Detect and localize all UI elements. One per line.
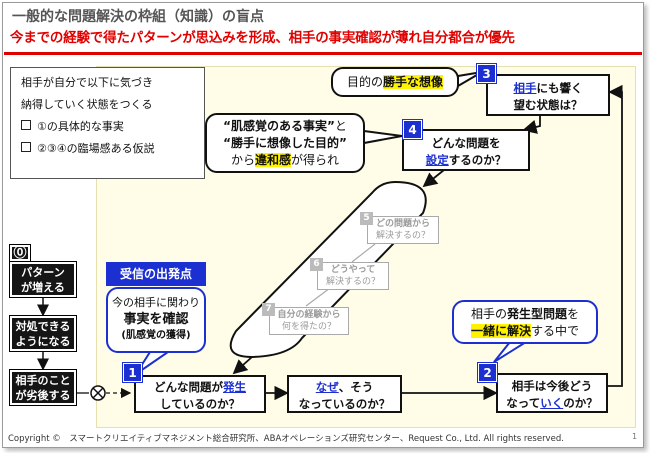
step7-line1: 自分の経験から bbox=[277, 310, 341, 320]
callout1-line3: (肌感覚の獲得) bbox=[121, 330, 191, 341]
step6-line2: 解決するの？ bbox=[325, 277, 380, 287]
step3-line2: 望む状態は？ bbox=[513, 98, 583, 112]
step7-number: 7 bbox=[262, 303, 275, 316]
step2-line2: なっていくのか？ bbox=[506, 396, 598, 410]
legend-line2: 納得していく状態をつくる bbox=[21, 98, 153, 111]
step1-box: どんな問題が発生 しているのか？ bbox=[134, 375, 266, 413]
step4-box: どんな問題を 設定するのか？ bbox=[402, 129, 530, 171]
why-box: なぜ、そう なっているのか？ bbox=[287, 375, 402, 413]
why-line2: なっているのか？ bbox=[298, 397, 391, 411]
step5-number: 5 bbox=[360, 212, 373, 225]
why-line1: なぜ、そう bbox=[315, 380, 374, 394]
checkbox-icon bbox=[21, 120, 31, 130]
step5-box: どの問題から 解決するの？ bbox=[367, 216, 439, 244]
step1-line1: どんな問題が発生 bbox=[154, 380, 246, 394]
callout-discomfort: “肌感覚のある事実”と “勝手に想像した目的” から違和感が得られ bbox=[205, 113, 365, 173]
step4-number: 4 bbox=[402, 119, 423, 140]
page-subtitle: 今までの経験で得たパターンが思込みを形成、相手の事実確認が薄れ自分都合が優先 bbox=[10, 30, 515, 46]
step3-number: 3 bbox=[476, 63, 497, 84]
callout-solve-together: 相手の発生型問題を 一緒に解決する中で bbox=[452, 300, 598, 344]
step3-box: 相手にも響く 望む状態は？ bbox=[486, 74, 610, 116]
gray-arrow-6-7 bbox=[305, 287, 331, 307]
arrow-step4-capsule bbox=[422, 169, 445, 188]
left-box-patterns: パターン が増える bbox=[9, 261, 77, 298]
callout4-line1: “肌感覚のある事実”と bbox=[223, 119, 347, 133]
left-box-handle: 対処できる ようになる bbox=[9, 315, 77, 352]
step2-line1: 相手は今後どう bbox=[511, 379, 593, 393]
pointer-callout2 bbox=[493, 341, 530, 363]
step3-line1: 相手にも響く bbox=[513, 81, 583, 95]
step1-line2: しているのか？ bbox=[159, 397, 241, 411]
checkbox-icon bbox=[21, 142, 31, 152]
callout4-line3: から違和感が得られ bbox=[230, 153, 340, 167]
page-number: 1 bbox=[632, 432, 638, 441]
step5-line1: どの問題から bbox=[375, 219, 430, 229]
step7-line2: 何を得たの？ bbox=[281, 322, 336, 332]
callout-receive-start: 今の相手に関わり 事実を確認 (肌感覚の獲得) bbox=[106, 287, 206, 353]
step2-number: 2 bbox=[477, 362, 498, 383]
callout1-line1: 今の相手に関わり bbox=[112, 296, 200, 309]
left-box-neglect: 相手のこと が劣後する bbox=[9, 369, 77, 406]
page-title: 一般的な問題解決の枠組（知識）の盲点 bbox=[12, 9, 264, 25]
callout1-title: 受信の出発点 bbox=[106, 262, 206, 286]
legend-box: 相手が自分で以下に気づき 納得していく状態をつくる ①の具体的な事実 ②③④の臨… bbox=[10, 67, 205, 179]
arrow-step2-step3 bbox=[608, 84, 623, 387]
callout4-line2: “勝手に想像した目的” bbox=[223, 136, 347, 150]
legend-line1: 相手が自分で以下に気づき bbox=[21, 76, 153, 89]
legend-item1: ①の具体的な事実 bbox=[21, 116, 194, 138]
step2-box: 相手は今後どう なっていくのか？ bbox=[496, 373, 608, 413]
step6-box: どうやって 解決するの？ bbox=[317, 262, 389, 290]
footer-copyright: Copyright © スマートクリエイティブマネジメント総合研究所、ABAオペ… bbox=[8, 434, 564, 444]
callout2-line2: 一緒に解決する中で bbox=[470, 324, 580, 338]
arrow-step3-step4 bbox=[522, 116, 541, 134]
legend-item2: ②③④の臨場感ある仮説 bbox=[21, 138, 194, 160]
step1-number: 1 bbox=[122, 362, 143, 383]
arrow-capsule-step1 bbox=[232, 356, 253, 375]
step7-box: 自分の経験から 何を得たの？ bbox=[269, 307, 349, 335]
step5-line2: 解決するの？ bbox=[375, 231, 430, 241]
zero-badge: ⓪ bbox=[9, 244, 31, 262]
step6-number: 6 bbox=[310, 258, 323, 271]
pointer-callout4 bbox=[363, 129, 403, 145]
step4-line2: 設定するのか？ bbox=[425, 153, 507, 167]
step4-line1: どんな問題を bbox=[431, 136, 501, 150]
title-divider bbox=[4, 52, 642, 55]
step6-line1: どうやって bbox=[330, 265, 376, 275]
callout2-line1: 相手の発生型問題を bbox=[470, 307, 580, 321]
callout-purpose-imagination: 目的の勝手な想像 bbox=[331, 67, 459, 97]
callout1-line2: 事実を確認 bbox=[123, 312, 189, 327]
gray-arrow-5-6 bbox=[351, 243, 376, 263]
